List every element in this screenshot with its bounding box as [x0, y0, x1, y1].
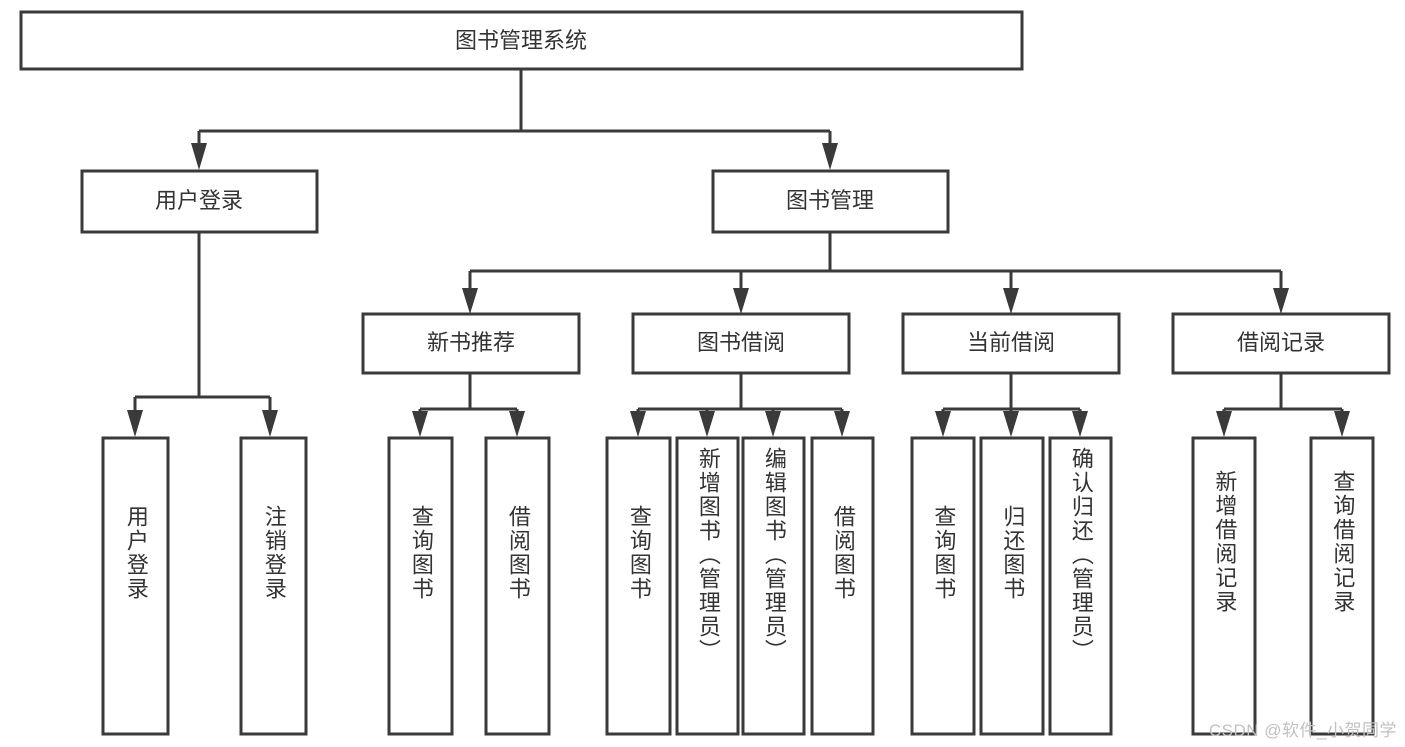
node-book-management-label: 图书管理	[786, 188, 874, 213]
node-leaf-logout-login-box[interactable]	[239, 436, 308, 736]
arrow-leaf-confirm-return	[1072, 411, 1088, 437]
node-root-label: 图书管理系统	[455, 28, 587, 53]
node-new-book-recommend-box[interactable]	[361, 312, 581, 375]
arrow-leaf-borrow-book-2	[834, 411, 850, 437]
node-root[interactable]: 图书管理系统	[19, 10, 1024, 71]
node-book-borrow-box[interactable]	[631, 312, 851, 375]
arrow-leaf-return-book	[1003, 411, 1019, 437]
arrow-leaf-query-book-2	[630, 411, 646, 437]
node-book-management[interactable]: 图书管理	[711, 169, 950, 234]
node-user-login-label: 用户登录	[155, 188, 243, 213]
arrow-leaf-query-record	[1334, 411, 1350, 437]
node-book-borrow[interactable]: 图书借阅	[631, 312, 851, 375]
arrow-leaf-borrow-book-1	[509, 411, 525, 437]
node-leaf-query-book-2-box[interactable]	[605, 436, 672, 736]
node-leaf-query-book-3-box[interactable]	[910, 436, 976, 736]
arrow-to-current-borrow	[1003, 288, 1019, 314]
node-current-borrow-label: 当前借阅	[967, 330, 1055, 355]
leaf-box-group	[101, 436, 1375, 736]
node-borrow-record[interactable]: 借阅记录	[1171, 312, 1391, 375]
node-leaf-borrow-book-1-box[interactable]	[484, 436, 551, 736]
node-borrow-record-box[interactable]	[1171, 312, 1391, 375]
arrow-to-user-login	[191, 143, 207, 170]
node-current-borrow-box[interactable]	[901, 312, 1121, 375]
arrow-to-book-borrow	[733, 288, 749, 314]
node-user-login[interactable]: 用户登录	[80, 169, 319, 234]
node-leaf-borrow-book-2-box[interactable]	[810, 436, 875, 736]
node-root-box[interactable]	[19, 10, 1024, 71]
node-leaf-edit-book-box[interactable]	[741, 436, 806, 736]
arrow-leaf-add-record	[1216, 411, 1232, 437]
arrow-leaf-query-book-3	[935, 411, 951, 437]
arrow-leaf-query-book-1	[412, 411, 428, 437]
node-leaf-add-record-box[interactable]	[1191, 436, 1257, 736]
node-new-book-recommend[interactable]: 新书推荐	[361, 312, 581, 375]
node-book-borrow-label: 图书借阅	[697, 330, 785, 355]
node-borrow-record-label: 借阅记录	[1237, 330, 1325, 355]
node-new-book-recommend-label: 新书推荐	[427, 330, 515, 355]
node-leaf-return-book-box[interactable]	[979, 436, 1045, 736]
arrow-leaf-edit-book	[765, 411, 781, 437]
node-leaf-query-record-box[interactable]	[1309, 436, 1375, 736]
node-leaf-query-book-1-box[interactable]	[387, 436, 454, 736]
arrow-leaf-user-login	[127, 410, 143, 437]
arrow-to-book-management	[822, 143, 838, 170]
arrow-leaf-add-book	[699, 411, 715, 437]
node-leaf-user-login-box[interactable]	[101, 436, 170, 736]
node-leaf-confirm-return-box[interactable]	[1048, 436, 1113, 736]
node-leaf-add-book-box[interactable]	[675, 436, 740, 736]
node-book-management-box[interactable]	[711, 169, 950, 234]
node-current-borrow[interactable]: 当前借阅	[901, 312, 1121, 375]
arrow-to-new-book-recommend	[462, 288, 478, 314]
connector-group	[127, 70, 1350, 437]
arrow-to-borrow-record	[1273, 288, 1289, 314]
arrow-leaf-logout-login	[262, 410, 278, 437]
node-user-login-box[interactable]	[80, 169, 319, 234]
